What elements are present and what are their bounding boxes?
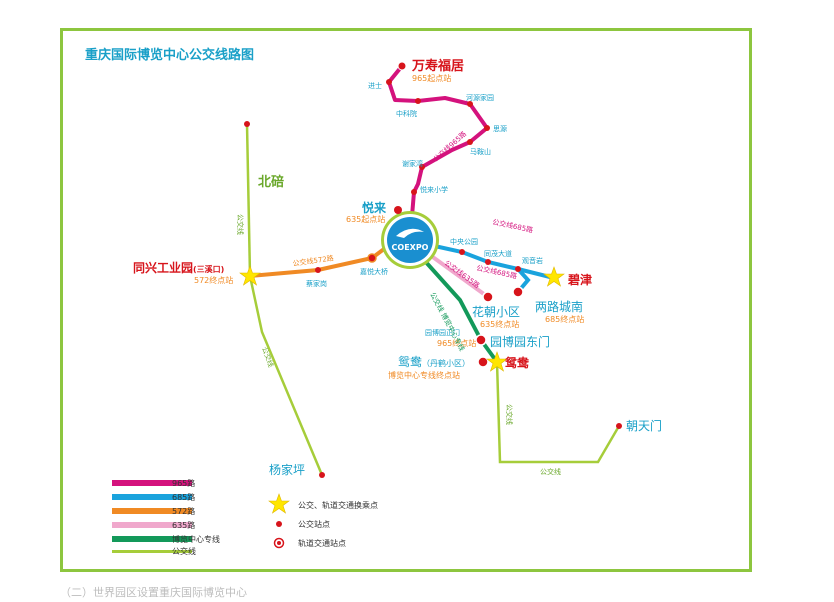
- rail-station-jiayue: [367, 253, 377, 263]
- route-expo-special: [422, 258, 499, 364]
- label-yuelaixiaoxue: 悦来小学: [420, 185, 448, 194]
- legend-rail-ring-icon: [273, 537, 285, 549]
- legend-rail-ring-core: [277, 541, 281, 545]
- transfer-star-icon: [543, 266, 565, 287]
- label-route-685-a: 公交线685路: [492, 217, 534, 234]
- legend-label-685: 685路: [172, 492, 195, 502]
- transfer-points: [239, 265, 565, 372]
- rail-station-wanshoufuju: [397, 61, 407, 71]
- bus-line-chaotianmen: [495, 361, 621, 464]
- legend-swatch-965: [112, 480, 192, 486]
- hub-label: COEXPO: [392, 243, 429, 252]
- label-jinshi: 进士: [368, 81, 382, 90]
- legend-label-bus: 公交线: [172, 546, 196, 556]
- bus-lines: [245, 123, 621, 476]
- station-dot: [459, 249, 465, 255]
- label-caijiagang: 蔡家岗: [306, 279, 327, 288]
- station-dot: [467, 139, 473, 145]
- station-dot: [411, 189, 417, 195]
- label-huachaoxiaoqu-note: 635终点站: [480, 319, 519, 329]
- rail-station-yuanyang: [477, 356, 489, 368]
- label-yuanboyuandongmen: 园博园东门: [490, 334, 550, 349]
- label-liangluchengnan-note: 685终点站: [545, 314, 584, 324]
- station-dot: [244, 121, 250, 127]
- station-dot: [319, 472, 325, 478]
- legend-label-635: 635路: [172, 520, 195, 530]
- rail-station-huachao: [482, 291, 494, 303]
- legend-label-transfer: 公交、轨道交通换乘点: [298, 500, 378, 510]
- label-yangjiaping: 杨家坪: [269, 462, 305, 477]
- map-title: 重庆国际博览中心公交线路图: [85, 48, 255, 63]
- expo-logo-icon: [396, 228, 424, 238]
- label-tongmaodadao: 同茂大道: [484, 249, 512, 258]
- route-635-south: [428, 253, 490, 299]
- label-yuanboyuanzhengmen: 园博园正门: [425, 328, 460, 337]
- legend-swatch-bus: [112, 550, 192, 553]
- label-chaotianmen: 朝天门: [626, 418, 662, 433]
- legend-swatch-expo: [112, 536, 192, 542]
- caption: （二）世界园区设置重庆国际博览中心: [60, 586, 247, 599]
- label-bus-line-4: 公交线: [540, 467, 561, 476]
- transfer-star-icon: [239, 265, 261, 286]
- station-dot: [467, 101, 473, 107]
- bus-line-yangjiaping: [248, 275, 324, 476]
- label-wanshoufuju: 万寿福居: [411, 58, 464, 74]
- rail-station-lianglu: [512, 286, 524, 298]
- label-zhongyanggongyuan: 中央公园: [450, 237, 478, 246]
- label-yuanboyuan-note: 965终点站: [437, 338, 476, 348]
- label-tongxing: 同兴工业园(三溪口): [133, 260, 224, 275]
- label-yuanyang: 鸳鸯（丹鹤小区）: [398, 354, 470, 369]
- label-yuanyang-note: 博览中心专线终点站: [388, 370, 460, 380]
- coexpo-hub: COEXPO: [381, 211, 439, 269]
- label-maanshan: 马鞍山: [470, 147, 491, 156]
- station-dot: [386, 79, 392, 85]
- bus-line-beibei: [245, 123, 252, 277]
- rail-station-yuanboyuan: [475, 334, 487, 346]
- legend-label-965: 965路: [172, 478, 195, 488]
- route-572: [249, 241, 394, 278]
- line-labels: 公交线 公交线 公交线 公交线 公交线572路 公交线965路 公交线685路 …: [236, 129, 561, 476]
- label-bus-line-3: 公交线: [505, 404, 514, 425]
- legend-swatch-635: [112, 522, 192, 528]
- label-heyuanjiayuan: 河源家园: [466, 93, 494, 102]
- legend: 965路 685路 572路 635路 博览中心专线 公交线 公交、轨道交通换乘…: [112, 478, 378, 556]
- station-labels: 万寿福居 965起点站 进士 中科院 河源家园 思源 马鞍山 谢家湾 悦来小学 …: [133, 58, 662, 477]
- legend-label-stop: 公交站点: [298, 519, 330, 529]
- label-siyuan: 思源: [493, 124, 507, 133]
- label-huachaoxiaoqu: 花朝小区: [472, 304, 520, 319]
- legend-label-572: 572路: [172, 506, 195, 516]
- station-dot: [485, 259, 491, 265]
- label-yuanyang-red: 鸳鸯: [505, 355, 530, 370]
- legend-stop-dot-icon: [276, 521, 282, 527]
- label-bijin: 碧津: [567, 272, 592, 287]
- label-jiayuedaqiao: 嘉悦大桥: [360, 267, 388, 276]
- label-yuelai-note: 635起点站: [346, 214, 385, 224]
- station-dot: [315, 267, 321, 273]
- label-wanshoufuju-note: 965起点站: [412, 73, 451, 83]
- rail-stations: [367, 61, 524, 368]
- station-dots: [244, 79, 622, 478]
- label-xiejiawan: 谢家湾: [402, 159, 423, 168]
- label-tongxing-note: 572终点站: [194, 275, 233, 285]
- station-dot: [419, 164, 425, 170]
- station-dot: [484, 125, 490, 131]
- legend-swatch-572: [112, 508, 192, 514]
- label-guanyinyan: 观音岩: [522, 256, 543, 265]
- label-bus-line-1: 公交线: [236, 214, 245, 235]
- legend-swatch-685: [112, 494, 192, 500]
- label-zhongkeyuan: 中科院: [396, 109, 417, 118]
- legend-transfer-star-icon: [268, 493, 290, 514]
- legend-label-rail: 轨道交通站点: [298, 538, 346, 548]
- label-yuelai: 悦来: [362, 200, 387, 215]
- legend-label-expo: 博览中心专线: [172, 534, 220, 544]
- station-dot: [415, 98, 421, 104]
- rail-station-yuelai: [394, 206, 402, 214]
- station-dot: [515, 266, 521, 272]
- label-beibei: 北碚: [258, 174, 284, 190]
- label-liangluchengnan: 两路城南: [535, 299, 583, 314]
- transfer-star-icon: [486, 351, 508, 372]
- station-dot: [616, 423, 622, 429]
